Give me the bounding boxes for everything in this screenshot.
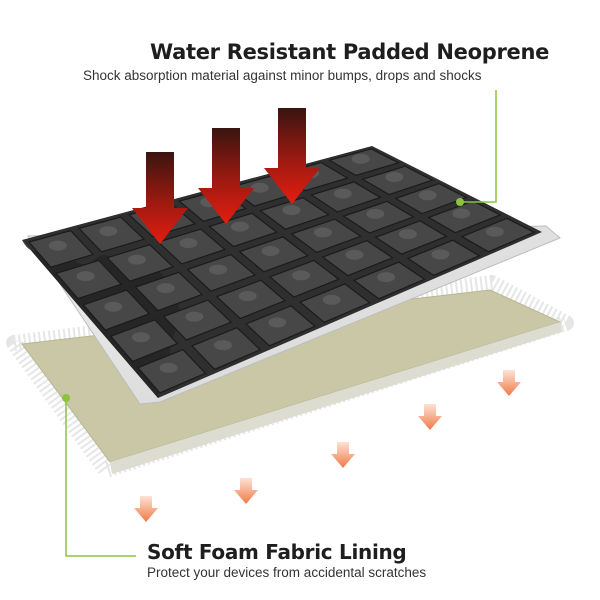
neoprene-cell-highlight bbox=[179, 238, 198, 249]
neoprene-cell-highlight bbox=[127, 254, 146, 265]
neoprene-cell-highlight bbox=[313, 227, 332, 238]
neoprene-cell-highlight bbox=[131, 332, 150, 343]
callout-dot-icon bbox=[456, 198, 464, 206]
neoprene-cell-highlight bbox=[159, 362, 178, 373]
heat-arrow-icon bbox=[134, 496, 158, 522]
callout-bottom bbox=[65, 398, 136, 557]
neoprene-cell-highlight bbox=[345, 249, 364, 260]
heat-arrow-icon bbox=[331, 442, 355, 468]
neoprene-cell-highlight bbox=[99, 226, 118, 237]
neoprene-title: Water Resistant Padded Neoprene bbox=[150, 40, 550, 64]
neoprene-cell-highlight bbox=[261, 246, 280, 256]
neoprene-cell-highlight bbox=[76, 271, 95, 282]
heat-arrow-icon bbox=[418, 404, 442, 430]
lining-title: Soft Foam Fabric Lining bbox=[147, 540, 407, 564]
neoprene-description: Shock absorption material against minor … bbox=[83, 68, 482, 83]
pressure-arrow-icon bbox=[132, 152, 188, 244]
neoprene-cell-highlight bbox=[268, 317, 287, 328]
neoprene-cell-highlight bbox=[282, 205, 301, 216]
neoprene-cell-highlight bbox=[250, 182, 269, 193]
neoprene-cell-highlight bbox=[418, 190, 437, 201]
callout-dot-icon bbox=[62, 394, 70, 402]
neoprene-cell-highlight bbox=[230, 221, 249, 232]
neoprene-cell-highlight bbox=[104, 301, 123, 312]
neoprene-cell-highlight bbox=[351, 153, 370, 164]
neoprene-cell-highlight bbox=[209, 264, 228, 275]
neoprene-cell-highlight bbox=[238, 291, 257, 302]
neoprene-cell-highlight bbox=[366, 208, 385, 219]
neoprene-cell-highlight bbox=[431, 249, 450, 260]
neoprene-cell-highlight bbox=[485, 226, 504, 237]
neoprene-cell-highlight bbox=[156, 283, 175, 294]
neoprene-cell-highlight bbox=[333, 188, 352, 199]
neoprene-cell-highlight bbox=[292, 270, 311, 281]
neoprene-cell-highlight bbox=[385, 172, 404, 183]
lining-description: Protect your devices from accidental scr… bbox=[147, 565, 427, 580]
neoprene-cell-highlight bbox=[213, 340, 232, 351]
pressure-arrow-icon bbox=[198, 128, 254, 224]
neoprene-cell-highlight bbox=[322, 294, 341, 305]
neoprene-cell-highlight bbox=[398, 229, 417, 240]
heat-arrow-icon bbox=[234, 478, 258, 504]
heat-arrows bbox=[134, 370, 521, 522]
callout-top bbox=[460, 90, 497, 203]
neoprene-cell-highlight bbox=[48, 240, 67, 251]
neoprene-cell-highlight bbox=[185, 311, 204, 322]
heat-arrow-icon bbox=[497, 370, 521, 396]
neoprene-cell-highlight bbox=[452, 208, 471, 219]
neoprene-cell-highlight bbox=[377, 272, 396, 283]
pressure-arrows bbox=[132, 108, 320, 244]
pressure-arrow-icon bbox=[264, 108, 320, 204]
